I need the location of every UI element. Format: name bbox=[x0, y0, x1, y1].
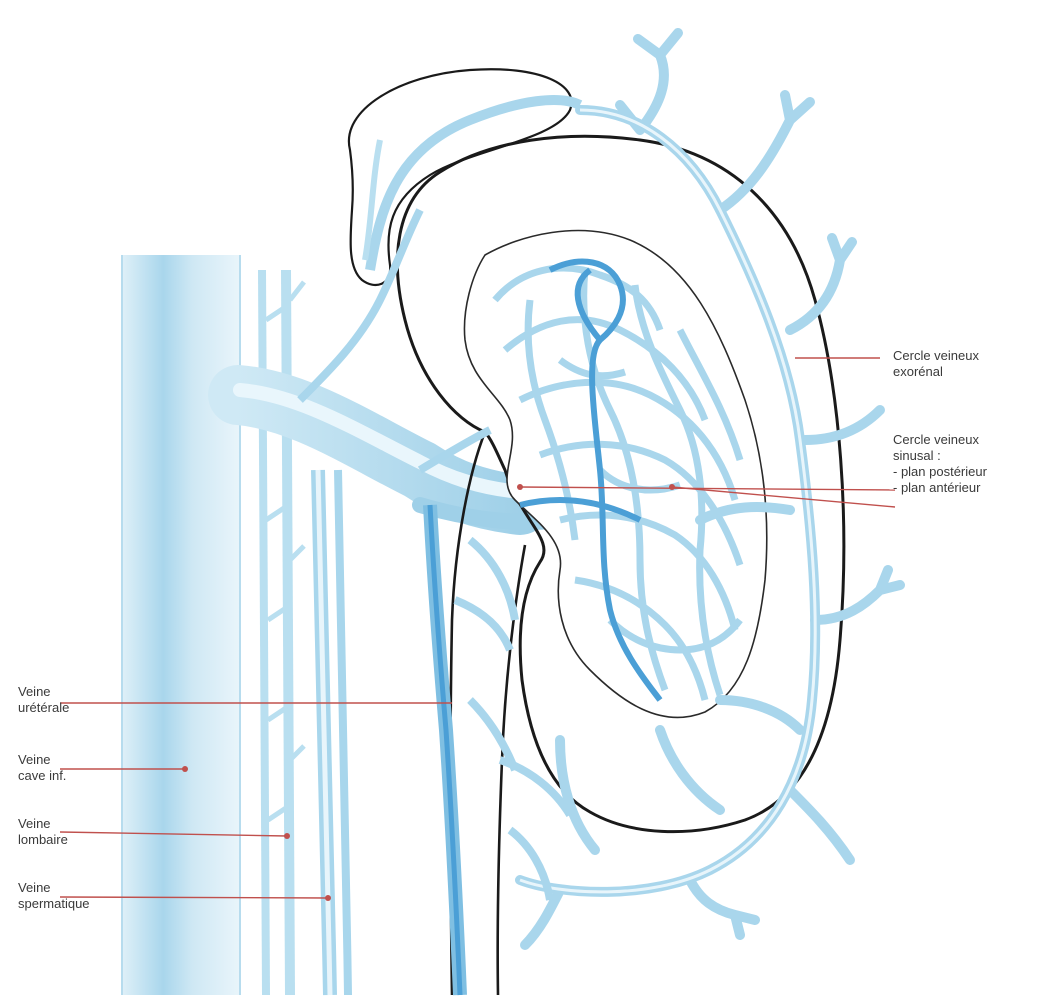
label-spermatic-vein: Veine spermatique bbox=[18, 880, 90, 912]
label-vena-cava: Veine cave inf. bbox=[18, 752, 66, 784]
vena-cava bbox=[122, 255, 240, 995]
label-ureteral-vein: Veine urétérale bbox=[18, 684, 69, 716]
label-lumbar-vein: Veine lombaire bbox=[18, 816, 68, 848]
spermatic-vein bbox=[318, 470, 348, 995]
label-exorenal-circle: Cercle veineux exorénal bbox=[893, 348, 979, 380]
leader-spermatique bbox=[60, 897, 328, 898]
label-sinusal-circle: Cercle veineux sinusal : - plan postérie… bbox=[893, 432, 987, 496]
